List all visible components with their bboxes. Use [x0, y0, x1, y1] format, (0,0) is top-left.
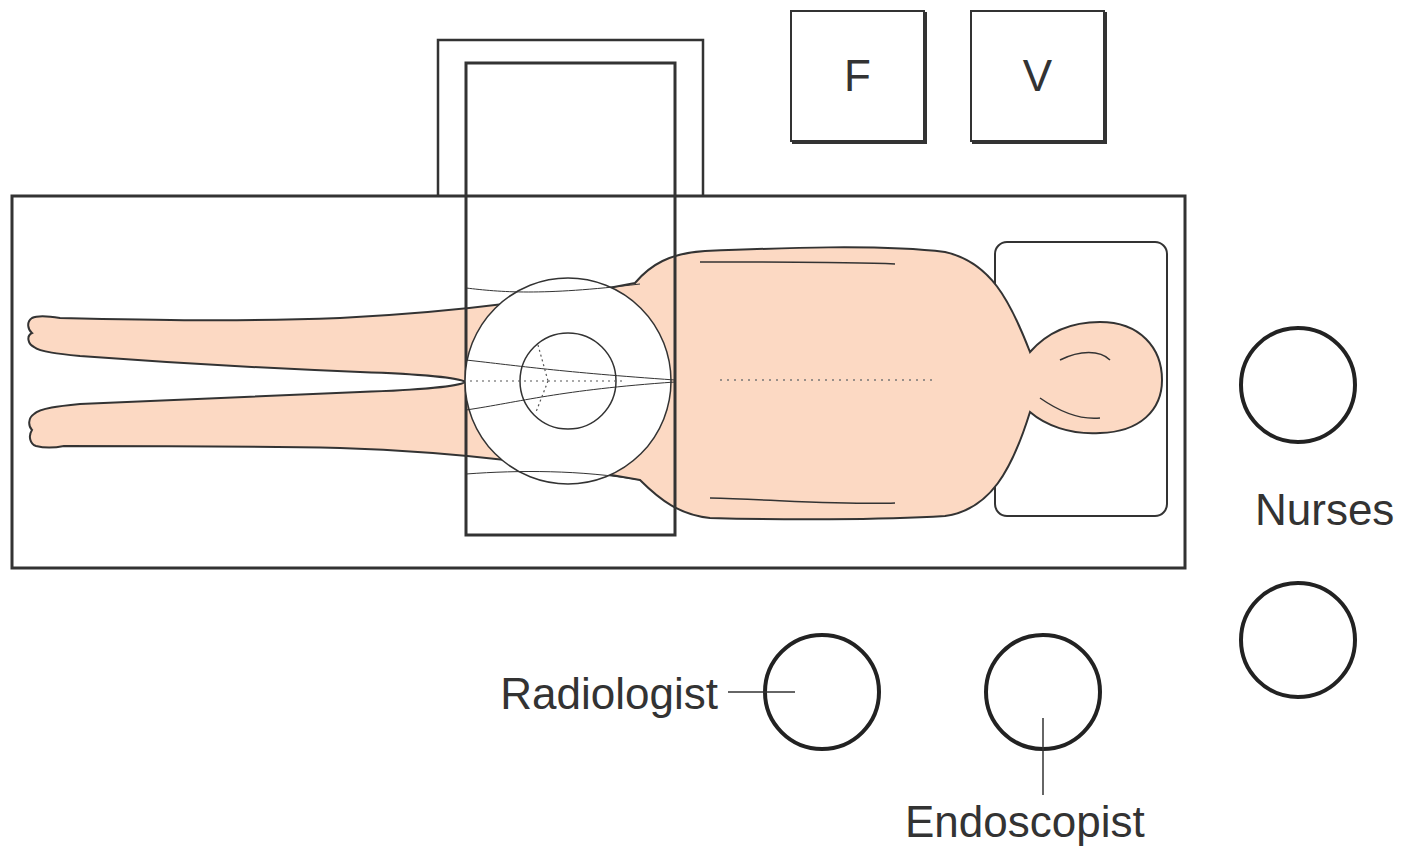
box-letter: V — [1023, 54, 1052, 98]
monitor-box: V — [970, 10, 1105, 142]
monitor-box: F — [790, 10, 925, 142]
patient — [28, 247, 1162, 519]
table — [12, 196, 1185, 568]
beam-mark — [470, 345, 625, 412]
staff-label: Endoscopist — [905, 800, 1145, 844]
leader-line — [728, 692, 1043, 795]
staff-label: Nurses — [1255, 488, 1394, 532]
patient-contour — [466, 284, 675, 480]
staff-label: Radiologist — [500, 672, 718, 716]
staff-circle — [765, 328, 1355, 749]
box-letter: F — [844, 54, 871, 98]
image-intensifier — [465, 278, 671, 484]
c-arm-frame — [466, 63, 675, 535]
